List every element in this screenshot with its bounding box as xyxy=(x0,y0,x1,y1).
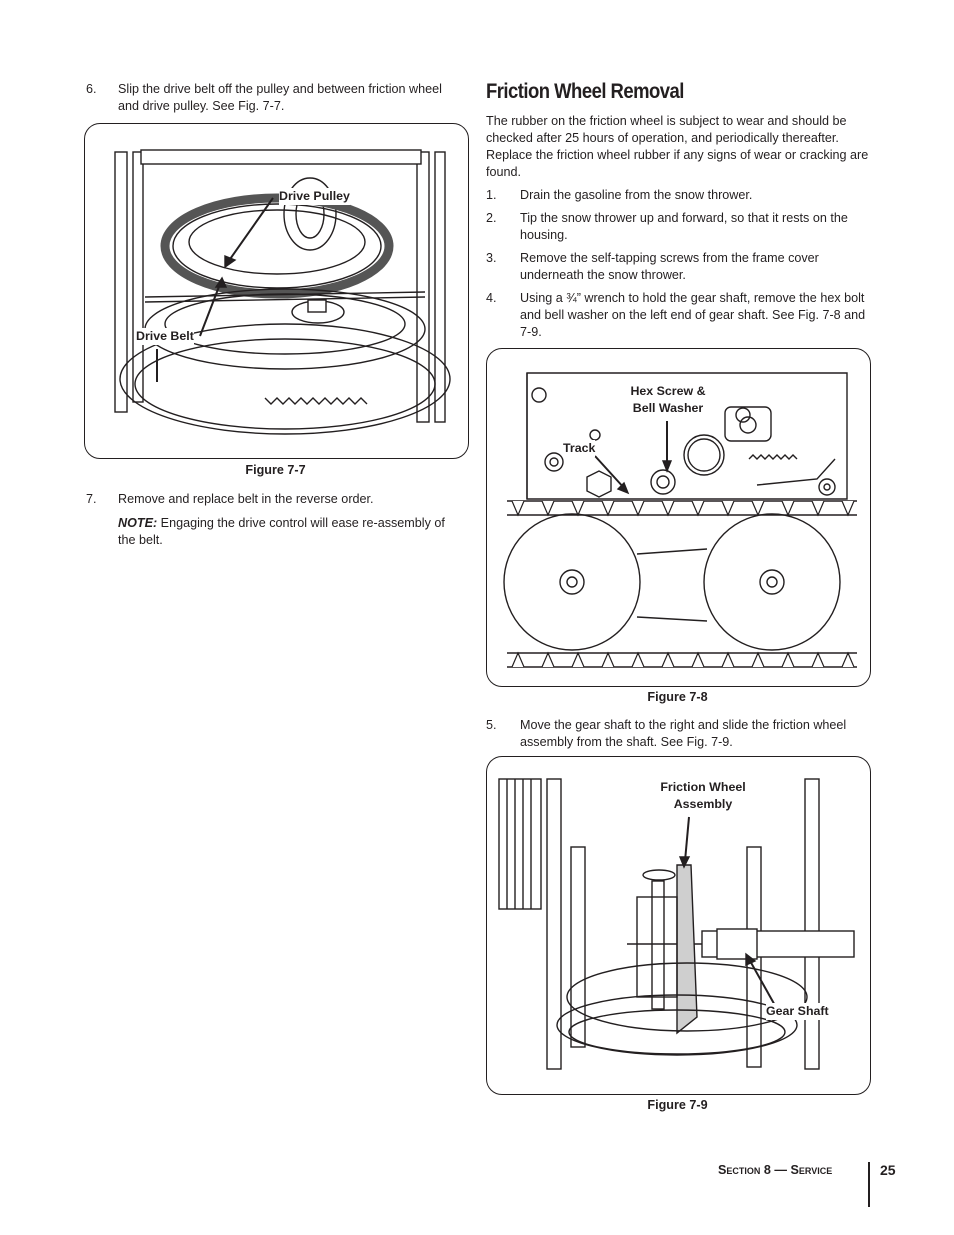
step-text: Tip the snow thrower up and forward, so … xyxy=(520,211,848,242)
footer-divider xyxy=(868,1162,870,1207)
step-text: Remove the self-tapping screws from the … xyxy=(520,251,819,282)
step-4: 4. Using a ¾” wrench to hold the gear sh… xyxy=(486,290,872,341)
figure-7-8: Hex Screw & Bell Washer Track xyxy=(486,348,871,687)
step-number: 5. xyxy=(486,718,497,732)
callout-gear-shaft: Gear Shaft xyxy=(766,1003,829,1020)
step-2: 2. Tip the snow thrower up and forward, … xyxy=(486,210,872,244)
callout-hex-screw: Hex Screw & Bell Washer xyxy=(623,383,713,417)
footer-section: Section 8 — Service xyxy=(718,1163,833,1177)
track-illustration xyxy=(503,372,857,668)
step-text: Remove and replace belt in the reverse o… xyxy=(118,492,374,506)
intro-paragraph: The rubber on the friction wheel is subj… xyxy=(486,114,869,179)
step-text: Slip the drive belt off the pulley and b… xyxy=(118,82,442,113)
step-3: 3. Remove the self-tapping screws from t… xyxy=(486,250,872,284)
step-5: 5. Move the gear shaft to the right and … xyxy=(486,717,872,751)
figure-7-9-caption: Figure 7-9 xyxy=(647,1098,708,1112)
figure-7-8-caption: Figure 7-8 xyxy=(647,690,708,704)
step-number: 1. xyxy=(486,188,497,202)
step-number: 2. xyxy=(486,211,497,225)
figure-7-9: Friction Wheel Assembly Gear Shaft xyxy=(486,756,871,1095)
step-number: 3. xyxy=(486,251,497,265)
page-number: 25 xyxy=(880,1162,896,1178)
note: NOTE: Engaging the drive control will ea… xyxy=(118,515,463,549)
drive-belt-illustration xyxy=(114,149,451,435)
note-label: NOTE: xyxy=(118,516,158,530)
callout-track: Track xyxy=(563,440,596,457)
step-number: 4. xyxy=(486,291,497,305)
step-7: 7. Remove and replace belt in the revers… xyxy=(86,491,466,509)
step-1: 1. Drain the gasoline from the snow thro… xyxy=(486,187,872,205)
step-6: 6. Slip the drive belt off the pulley an… xyxy=(86,81,466,117)
note-text: Engaging the drive control will ease re-… xyxy=(118,516,445,547)
friction-wheel-illustration xyxy=(498,778,855,1070)
step-text: Move the gear shaft to the right and sli… xyxy=(520,718,847,749)
section-heading: Friction Wheel Removal xyxy=(486,80,684,103)
step-number: 7. xyxy=(86,492,97,506)
figure-7-7-caption: Figure 7-7 xyxy=(245,463,306,477)
callout-friction-wheel: Friction Wheel Assembly xyxy=(647,779,759,813)
step-number: 6. xyxy=(86,82,97,96)
step-text: Using a ¾” wrench to hold the gear shaft… xyxy=(520,291,866,339)
figure-7-7: Drive Pulley Drive Belt xyxy=(84,123,469,459)
callout-drive-belt: Drive Belt xyxy=(136,328,194,345)
callout-drive-pulley: Drive Pulley xyxy=(279,188,350,205)
step-text: Drain the gasoline from the snow thrower… xyxy=(520,188,753,202)
